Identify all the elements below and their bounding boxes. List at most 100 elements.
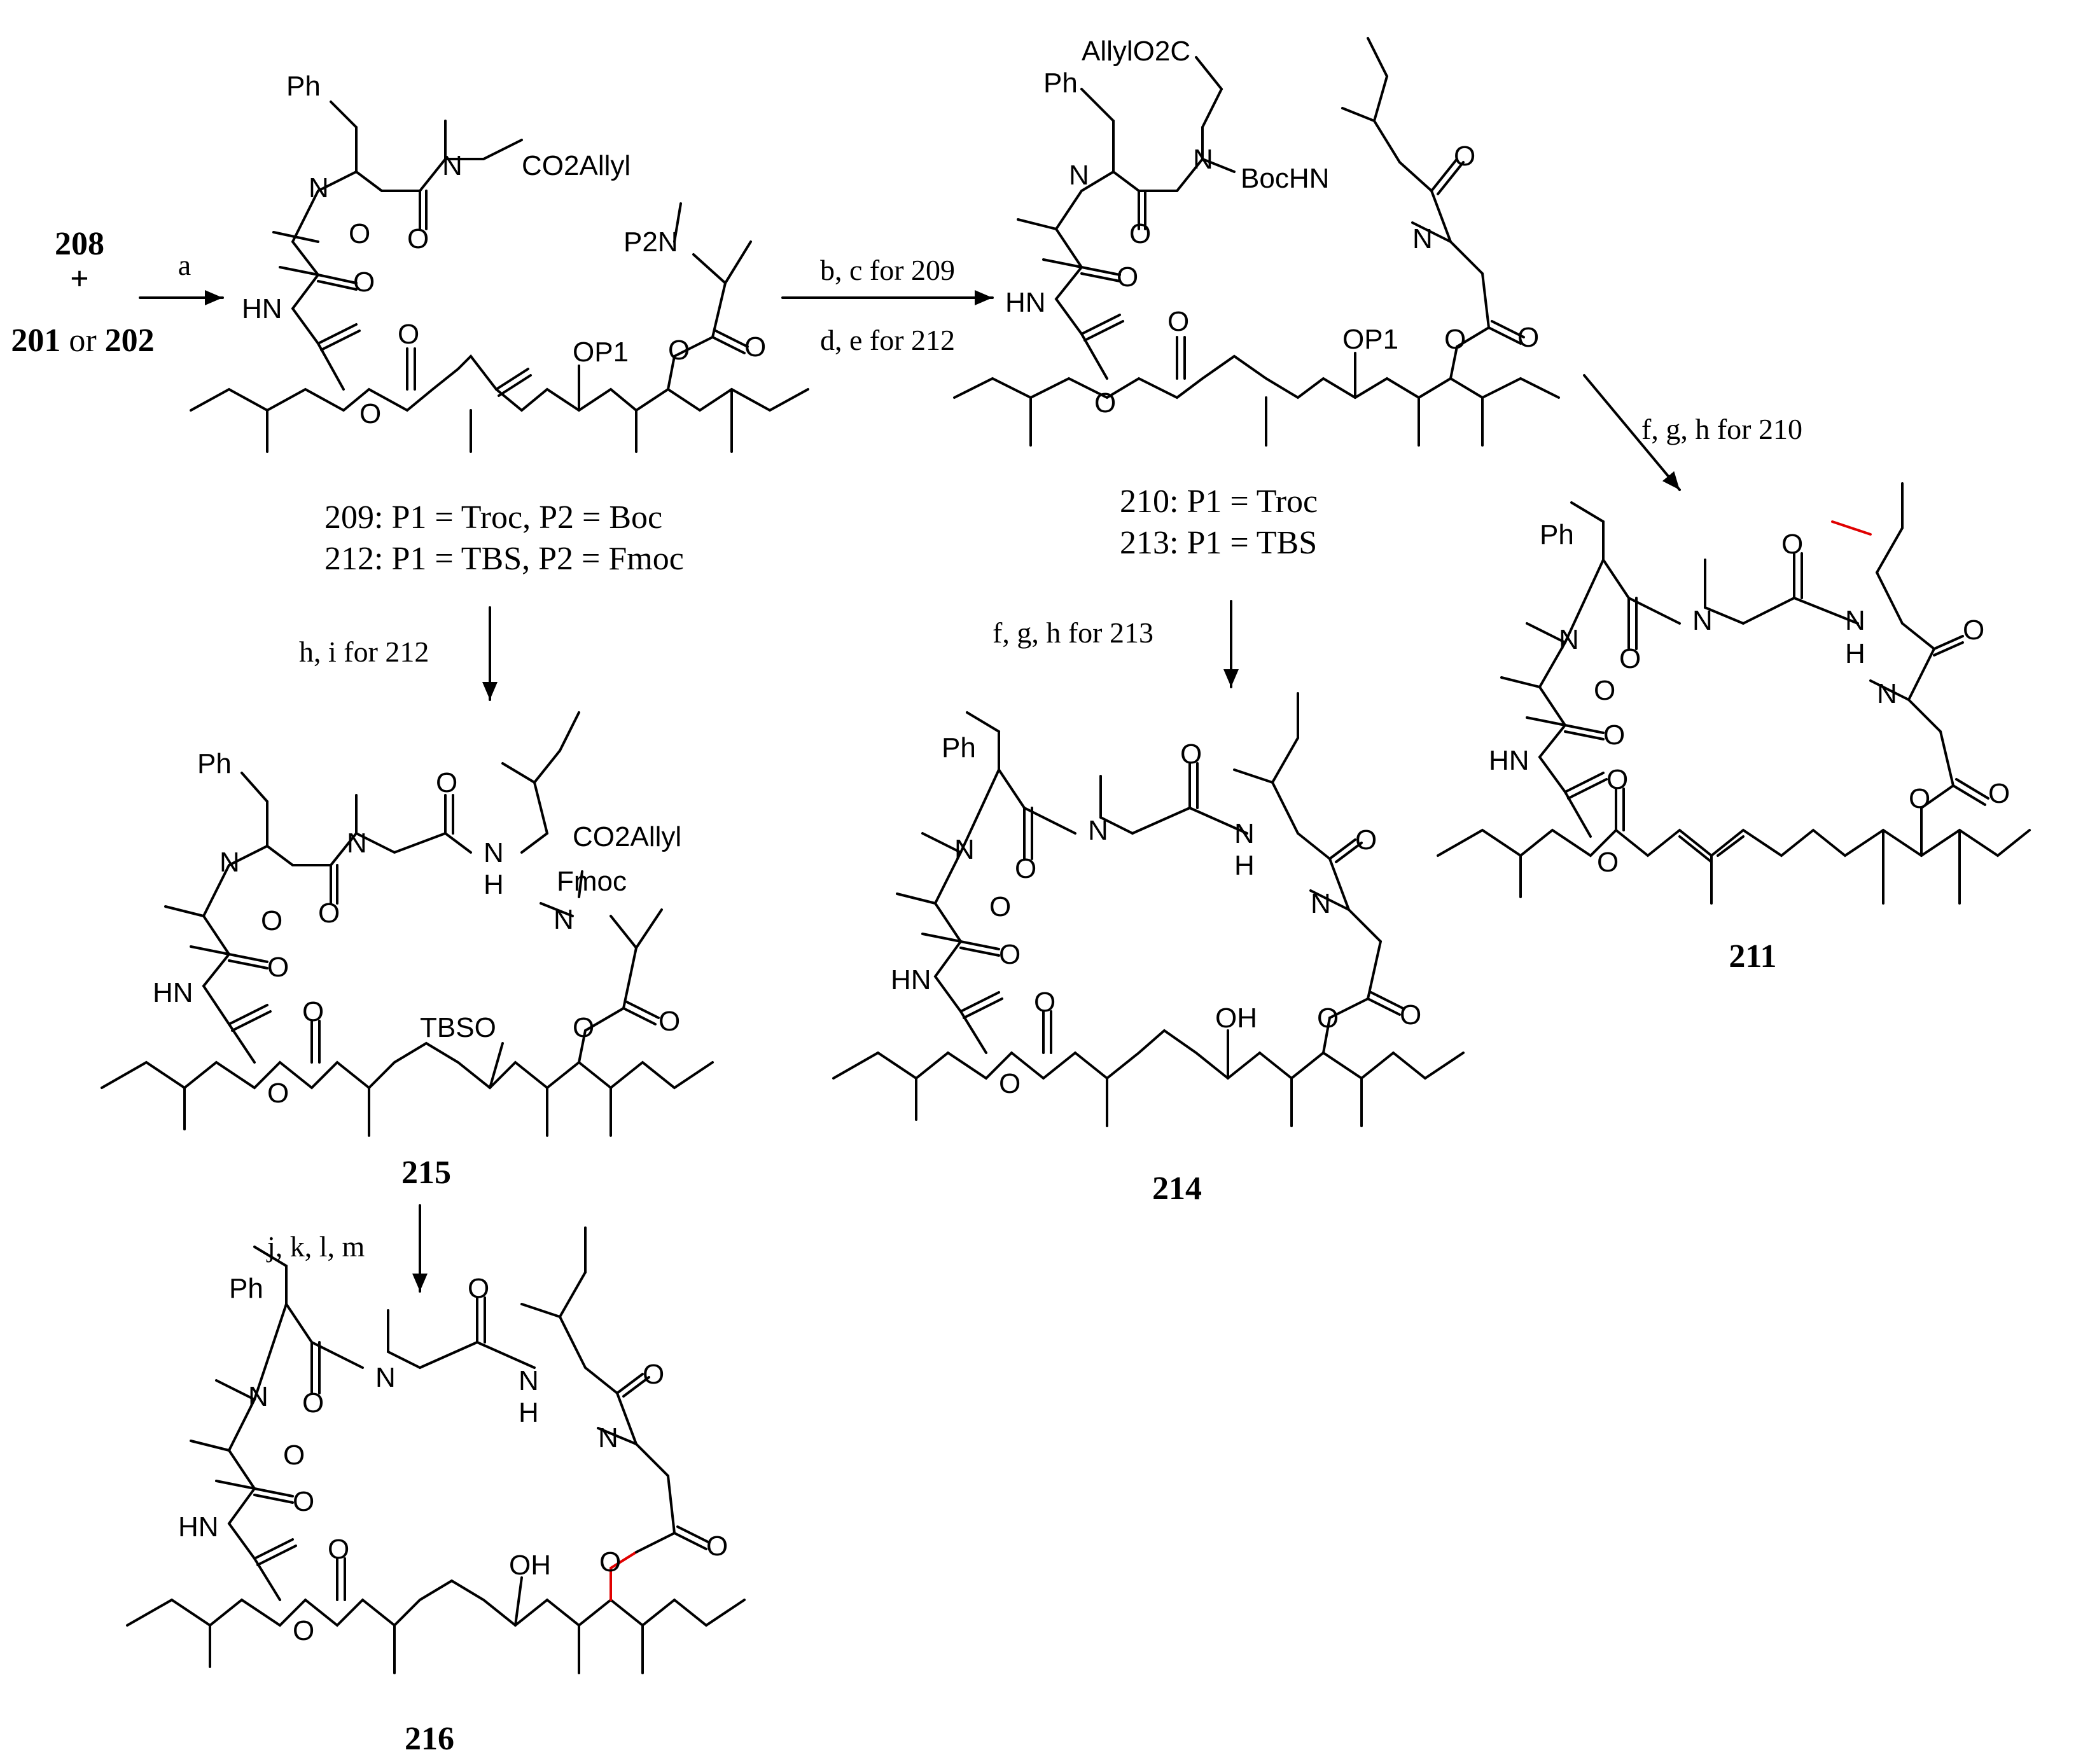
ester-group-label-215: CO2Allyl (573, 821, 681, 852)
ester-o-label-216: O (328, 1534, 349, 1565)
label-212: 212: P1 = TBS, P2 = Fmoc (324, 541, 684, 577)
carbonyl-o-label-215: O (436, 767, 457, 798)
ester-o-label-210c: O (1444, 324, 1466, 355)
condition-fgh-213: f, g, h for 213 (993, 616, 1153, 649)
carbonyl-o-label-3: O (407, 223, 429, 254)
nh-n-label-215: N (484, 837, 504, 868)
condition-hi-212: h, i for 212 (299, 635, 429, 668)
compound-215 (101, 711, 714, 1137)
carbonyl-o-label-211f: O (1988, 778, 2010, 809)
ester-o-label-216b: O (293, 1615, 314, 1646)
compound-211 (1437, 482, 2031, 905)
oh-label-216: OH (509, 1550, 551, 1581)
compound-211-atoms: Ph N N N H O O O N HN O O O O O O 211 (1489, 519, 2010, 975)
carbonyl-o-label-210b: O (1117, 261, 1138, 293)
ester-o-label-3: O (668, 335, 690, 366)
carbonyl-o-label-214: O (1180, 739, 1202, 770)
op1-label: OP1 (573, 337, 629, 368)
carbonyl-o-label-210: O (1454, 141, 1475, 172)
oh-label-214: OH (1215, 1003, 1257, 1034)
carbonyl-o-label-4: O (744, 331, 766, 363)
ester-o-label: O (398, 319, 419, 350)
compound-209-212-atoms: Ph N N CO2Allyl HN O O O O O OP1 O O P2N… (242, 71, 766, 577)
phenyl-label-211: Ph (1540, 519, 1574, 550)
condition-fgh-210: f, g, h for 210 (1641, 413, 1802, 445)
bochn-label: BocHN (1241, 163, 1329, 194)
phenyl-label-210: Ph (1043, 67, 1078, 99)
ester-o-label-215b: O (267, 1078, 289, 1109)
n-fmoc-label: N (554, 904, 574, 935)
ester-o-label-214b: O (999, 1068, 1021, 1099)
carbonyl-o-label: O (353, 267, 375, 298)
compound-210-213-atoms: Ph AllylO2C N N BocHN O N HN O O O O OP1… (1005, 36, 1539, 561)
ester-o-label-210: O (1167, 306, 1189, 337)
phenyl-label-214: Ph (942, 732, 976, 763)
carbonyl-o-label-211: O (1781, 529, 1803, 560)
label-213: 213: P1 = TBS (1120, 525, 1317, 561)
label-211: 211 (1729, 938, 1776, 975)
ester-o-label-215: O (302, 996, 324, 1027)
carbonyl-o-label-214f: O (1400, 999, 1421, 1031)
compound-209-212 (190, 101, 809, 453)
hn-label-216: HN (178, 1511, 219, 1543)
nh-h-label-216: H (519, 1397, 539, 1428)
carbonyl-o-label-216b: O (643, 1359, 664, 1390)
ester-o-label-210b: O (1094, 387, 1116, 419)
nh-n-label-216: N (519, 1365, 539, 1396)
nh-h-label-211: H (1845, 638, 1865, 669)
carbonyl-o-label-216d: O (293, 1486, 314, 1517)
ester-o-label-211: O (1606, 764, 1628, 795)
compound-216-atoms: Ph N N N H O O O N HN O O O O OH O O 216 (178, 1273, 728, 1757)
arrow-jklm: j, k, l, m (266, 1204, 428, 1293)
compound-214-atoms: Ph N N N H O O O N HN O O O O OH O O 214 (891, 732, 1421, 1207)
amide-n-label-211b: N (1877, 678, 1897, 709)
n-methyl-label-211: N (1559, 624, 1579, 655)
carbonyl-o-label-216e: O (283, 1440, 305, 1471)
reagent-208: 208 (55, 226, 104, 262)
amide-n-label-214: N (1088, 815, 1108, 846)
tbso-label: TBSO (420, 1012, 496, 1043)
nh-n-label-214: N (1234, 818, 1255, 849)
amide-n-label-214b: N (1311, 888, 1331, 919)
hn-label-214: HN (891, 964, 931, 996)
carbonyl-o-label-215d: O (261, 905, 282, 936)
compound-214 (832, 692, 1465, 1127)
carbonyl-o-label-215e: O (658, 1006, 680, 1037)
hn-label: HN (242, 293, 282, 324)
allylo2c-label: AllylO2C (1082, 36, 1190, 67)
label-216: 216 (405, 1721, 454, 1757)
compound-215-atoms: Ph N N N H O CO2Allyl Fmoc N O HN O O O … (153, 748, 681, 1191)
carbonyl-o-label-216f: O (706, 1531, 728, 1562)
plus-sign: + (70, 261, 89, 297)
amide-n-label-210b: N (1412, 223, 1433, 254)
ester-o-label-216-highlight: O (599, 1546, 621, 1578)
condition-de: d, e for 212 (820, 324, 955, 356)
amide-n-label-216: N (375, 1362, 396, 1393)
label-210: 210: P1 = Troc (1120, 483, 1318, 520)
ester-o-label-211b: O (1597, 847, 1619, 878)
ester-o-label-211c: O (1909, 783, 1930, 814)
condition-jklm: j, k, l, m (266, 1230, 365, 1263)
starting-materials: 208 + 201 or 202 (11, 226, 154, 359)
nh-n-label-211: N (1845, 605, 1865, 636)
n-methyl-label: N (309, 172, 329, 204)
carbonyl-o-label-214d: O (999, 939, 1021, 970)
ester-o-label-214c: O (1317, 1003, 1339, 1034)
carbonyl-o-label-214e: O (989, 891, 1011, 922)
ester-o-label-214: O (1034, 987, 1055, 1018)
n-methyl-label-215: N (219, 847, 240, 878)
n-methyl-label-216: N (248, 1381, 268, 1412)
fmoc-label: Fmoc (557, 866, 627, 897)
carbonyl-o-label-214c: O (1015, 853, 1036, 884)
arrow-a: a (139, 249, 224, 305)
carbonyl-o-label-210c: O (1129, 218, 1151, 249)
carbonyl-o-label-210d: O (1517, 322, 1539, 353)
p2n-label: P2N (623, 226, 678, 258)
reagent-alternatives: 201 or 202 (11, 323, 154, 359)
compound-216 (126, 1226, 746, 1674)
nh-h-label-215: H (484, 869, 504, 900)
amide-n-label-210: N (1193, 144, 1213, 175)
condition-bc: b, c for 209 (820, 254, 955, 286)
op1-label-210: OP1 (1342, 324, 1398, 355)
